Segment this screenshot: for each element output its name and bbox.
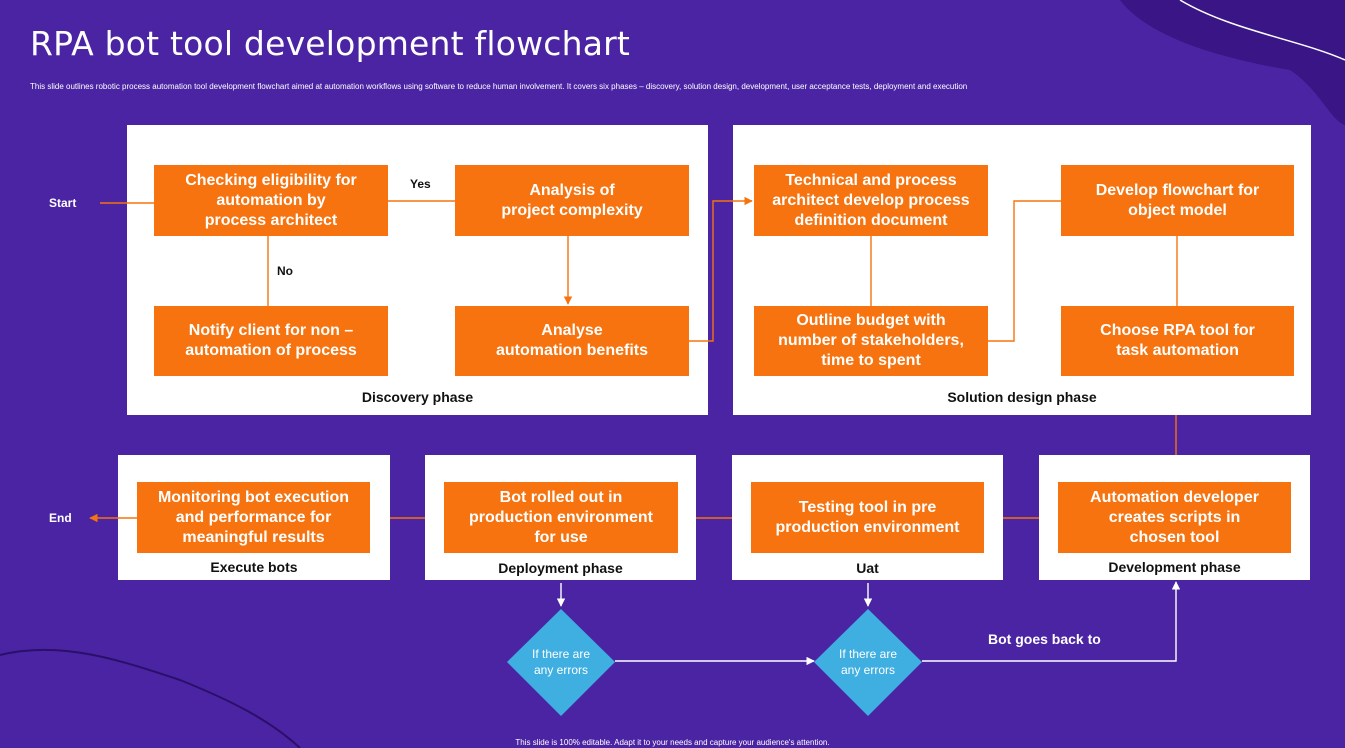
- page-title: RPA bot tool development flowchart: [30, 24, 631, 63]
- checking-eligibility-step: Checking eligibility for automation by p…: [154, 165, 388, 236]
- uat-errors-text: If there are any errors: [838, 647, 898, 677]
- technical-architect-step: Technical and process architect develop …: [754, 165, 988, 236]
- slide-footer: This slide is 100% editable. Adapt it to…: [515, 738, 830, 747]
- page-subtitle: This slide outlines robotic process auto…: [30, 82, 968, 91]
- execute-bots-label: Execute bots: [210, 559, 298, 575]
- deployment-phase-label: Deployment phase: [498, 560, 623, 576]
- uat-phase-label: Uat: [856, 560, 879, 576]
- automation-developer-step: Automation developer creates scripts in …: [1058, 482, 1291, 553]
- monitoring-bot-step: Monitoring bot execution and performance…: [137, 482, 370, 553]
- outline-budget-step: Outline budget with number of stakeholde…: [754, 306, 988, 376]
- bot-goes-back-label: Bot goes back to: [988, 631, 1101, 647]
- analyse-benefits-step: Analyse automation benefits: [455, 306, 689, 376]
- choose-rpa-tool-step: Choose RPA tool for task automation: [1061, 306, 1294, 376]
- bot-rolled-out-step: Bot rolled out in production environment…: [444, 482, 678, 553]
- deployment-errors-text: If there are any errors: [531, 647, 591, 677]
- bottom-left-curve: [0, 648, 301, 748]
- corner-blob: [1120, 0, 1345, 125]
- end-label: End: [49, 511, 72, 525]
- testing-tool-step: Testing tool in pre production environme…: [751, 482, 984, 553]
- development-phase-label: Development phase: [1108, 559, 1241, 575]
- notify-client-step: Notify client for non – automation of pr…: [154, 306, 388, 376]
- corner-line: [1179, 0, 1345, 61]
- solution-design-phase-label: Solution design phase: [947, 389, 1097, 405]
- start-label: Start: [49, 196, 77, 210]
- yes-label: Yes: [410, 177, 431, 191]
- develop-flowchart-step: Develop flowchart for object model: [1061, 165, 1294, 236]
- discovery-phase-label: Discovery phase: [361, 389, 474, 405]
- analysis-complexity-step: Analysis of project complexity: [455, 165, 689, 236]
- no-label: No: [277, 264, 293, 278]
